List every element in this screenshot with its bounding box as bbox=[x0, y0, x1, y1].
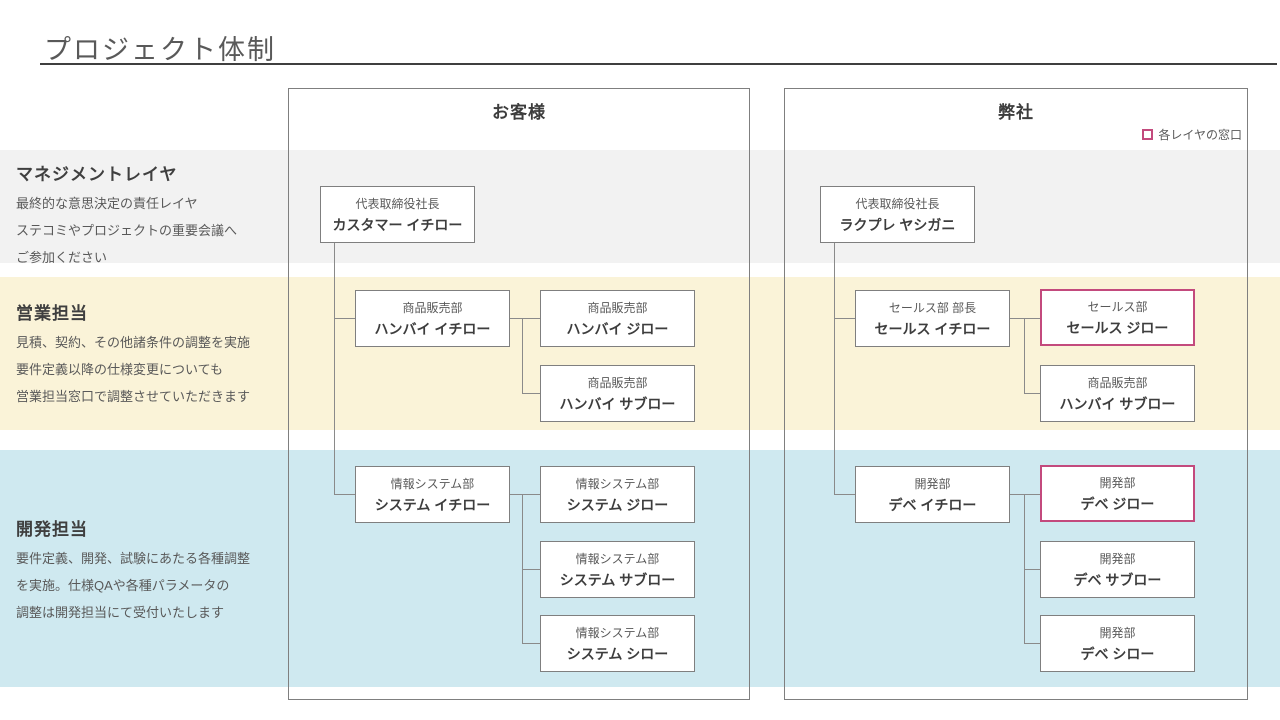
org-box-company-ceo: 代表取締役社長 ラクプレ ヤシガニ bbox=[820, 186, 975, 243]
customer-panel: お客様 bbox=[288, 88, 750, 700]
title-underline bbox=[40, 63, 1277, 65]
org-box-company-sales-lead: セールス部 部長 セールス イチロー bbox=[855, 290, 1010, 347]
connector-line bbox=[510, 318, 540, 319]
company-panel: 弊社 各レイヤの窓口 bbox=[784, 88, 1248, 700]
org-box-name: システム ジロー bbox=[566, 496, 669, 513]
org-box-name: ハンバイ ジロー bbox=[566, 320, 669, 337]
layer-description-line: 要件定義、開発、試験にあたる各種調整 bbox=[16, 551, 251, 566]
layer-band-management: マネジメントレイヤ 最終的な意思決定の責任レイヤ ステコミやプロジェクトの重要会… bbox=[0, 150, 1280, 265]
org-box-dept: 情報システム部 bbox=[575, 476, 660, 491]
connector-line bbox=[522, 393, 540, 394]
org-box-dept: セールス部 部長 bbox=[888, 300, 977, 315]
org-box-name: セールス ジロー bbox=[1066, 319, 1169, 336]
layer-description-line: 見積、契約、その他諸条件の調整を実施 bbox=[16, 335, 251, 350]
org-box-company-sales-member: 商品販売部 ハンバイ サブロー bbox=[1040, 365, 1195, 422]
layer-title: 開発担当 bbox=[16, 520, 88, 539]
org-box-name: ハンバイ イチロー bbox=[374, 320, 491, 337]
org-box-dept: 開発部 bbox=[1099, 551, 1136, 566]
org-box-name: デベ シロー bbox=[1080, 645, 1155, 662]
layer-description-line: ご参加ください bbox=[16, 250, 108, 265]
org-box-dept: 商品販売部 bbox=[587, 300, 648, 315]
connector-line bbox=[334, 243, 335, 494]
org-box-name: システム イチロー bbox=[374, 496, 491, 513]
org-box-name: カスタマー イチロー bbox=[332, 216, 463, 233]
org-box-name: デベ サブロー bbox=[1073, 571, 1162, 588]
layer-description-line: 最終的な意思決定の責任レイヤ bbox=[16, 196, 198, 211]
layer-description-line: ステコミやプロジェクトの重要会議へ bbox=[16, 223, 238, 238]
org-box-name: システム シロー bbox=[566, 645, 669, 662]
org-box-company-dev-lead: 開発部 デベ イチロー bbox=[855, 466, 1010, 523]
connector-line bbox=[334, 494, 355, 495]
org-box-name: ラクプレ ヤシガニ bbox=[839, 216, 956, 233]
connector-line bbox=[510, 494, 540, 495]
org-box-dept: 情報システム部 bbox=[575, 625, 660, 640]
org-box-company-sales-member-highlighted: セールス部 セールス ジロー bbox=[1040, 289, 1195, 346]
layer-description-line: を実施。仕様QAや各種パラメータの bbox=[16, 578, 230, 593]
connector-line bbox=[522, 569, 540, 570]
org-box-dept: 商品販売部 bbox=[402, 300, 463, 315]
connector-line bbox=[522, 318, 523, 394]
layer-title: マネジメントレイヤ bbox=[16, 165, 178, 184]
connector-line bbox=[1024, 318, 1025, 394]
org-box-customer-sales-member: 商品販売部 ハンバイ サブロー bbox=[540, 365, 695, 422]
org-box-customer-dev-member: 情報システム部 システム ジロー bbox=[540, 466, 695, 523]
org-box-company-dev-member-highlighted: 開発部 デベ ジロー bbox=[1040, 465, 1195, 522]
connector-line bbox=[1010, 318, 1040, 319]
layer-contact-square-icon bbox=[1142, 129, 1154, 140]
org-box-dept: セールス部 bbox=[1087, 299, 1148, 314]
org-box-dept: 代表取締役社長 bbox=[355, 196, 440, 211]
layer-description: 要件定義、開発、試験にあたる各種調整 を実施。仕様QAや各種パラメータの 調整は… bbox=[16, 545, 250, 626]
org-box-dept: 代表取締役社長 bbox=[855, 196, 940, 211]
connector-line bbox=[1024, 643, 1040, 644]
connector-line bbox=[834, 318, 855, 319]
org-box-company-dev-member: 開発部 デベ サブロー bbox=[1040, 541, 1195, 598]
org-box-name: システム サブロー bbox=[559, 571, 676, 588]
org-box-name: デベ イチロー bbox=[888, 496, 977, 513]
org-box-name: ハンバイ サブロー bbox=[1059, 395, 1176, 412]
layer-title: 営業担当 bbox=[16, 304, 88, 323]
org-box-dept: 商品販売部 bbox=[587, 375, 648, 390]
legend: 各レイヤの窓口 bbox=[1142, 126, 1242, 143]
page-title: プロジェクト体制 bbox=[44, 35, 276, 65]
company-panel-header: 弊社 bbox=[998, 103, 1034, 122]
connector-line bbox=[1024, 569, 1040, 570]
connector-line bbox=[334, 318, 355, 319]
org-box-customer-sales-member: 商品販売部 ハンバイ ジロー bbox=[540, 290, 695, 347]
connector-line bbox=[1010, 494, 1040, 495]
org-box-name: デベ ジロー bbox=[1080, 495, 1155, 512]
legend-label: 各レイヤの窓口 bbox=[1158, 128, 1242, 142]
org-box-customer-ceo: 代表取締役社長 カスタマー イチロー bbox=[320, 186, 475, 243]
layer-description-line: 要件定義以降の仕様変更についても bbox=[16, 362, 223, 377]
org-box-customer-sales-lead: 商品販売部 ハンバイ イチロー bbox=[355, 290, 510, 347]
connector-line bbox=[1024, 393, 1040, 394]
org-box-company-dev-member: 開発部 デベ シロー bbox=[1040, 615, 1195, 672]
org-box-dept: 商品販売部 bbox=[1087, 375, 1148, 390]
org-box-dept: 開発部 bbox=[914, 476, 951, 491]
org-box-customer-dev-member: 情報システム部 システム シロー bbox=[540, 615, 695, 672]
org-box-customer-dev-lead: 情報システム部 システム イチロー bbox=[355, 466, 510, 523]
layer-description: 見積、契約、その他諸条件の調整を実施 要件定義以降の仕様変更についても 営業担当… bbox=[16, 329, 250, 410]
connector-line bbox=[834, 494, 855, 495]
connector-line bbox=[834, 243, 835, 494]
org-box-dept: 情報システム部 bbox=[575, 551, 660, 566]
org-box-customer-dev-member: 情報システム部 システム サブロー bbox=[540, 541, 695, 598]
customer-panel-header: お客様 bbox=[492, 103, 546, 122]
org-box-dept: 情報システム部 bbox=[390, 476, 475, 491]
org-box-dept: 開発部 bbox=[1099, 475, 1136, 490]
layer-description-line: 調整は開発担当にて受付いたします bbox=[16, 605, 225, 620]
org-box-name: セールス イチロー bbox=[874, 320, 991, 337]
layer-description: 最終的な意思決定の責任レイヤ ステコミやプロジェクトの重要会議へ ご参加ください bbox=[16, 190, 237, 271]
org-box-name: ハンバイ サブロー bbox=[559, 395, 676, 412]
connector-line bbox=[522, 643, 540, 644]
org-box-dept: 開発部 bbox=[1099, 625, 1136, 640]
layer-description-line: 営業担当窓口で調整させていただきます bbox=[16, 389, 251, 404]
